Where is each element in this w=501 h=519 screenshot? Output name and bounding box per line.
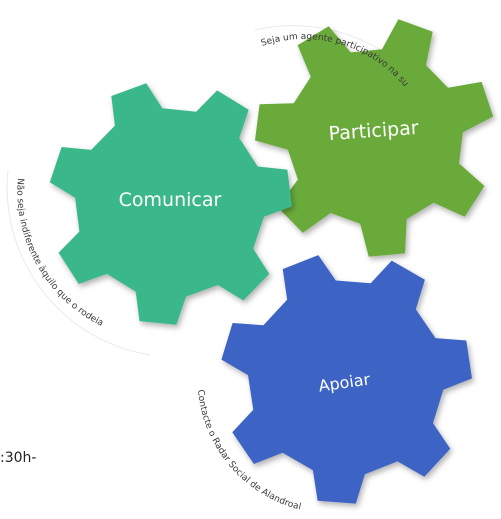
orbit-arc-left	[6, 169, 151, 356]
gear-participar-body	[255, 19, 494, 257]
gear-apoiar: Apoiar	[221, 255, 472, 504]
gear-comunicar-body	[49, 83, 292, 325]
cut-off-text: :30h-	[0, 450, 37, 466]
gear-comunicar: Comunicar	[49, 83, 292, 325]
gear-comunicar-label: Comunicar	[119, 189, 222, 211]
gear-participar: Participar	[255, 19, 494, 257]
gear-apoiar-body	[221, 255, 472, 504]
